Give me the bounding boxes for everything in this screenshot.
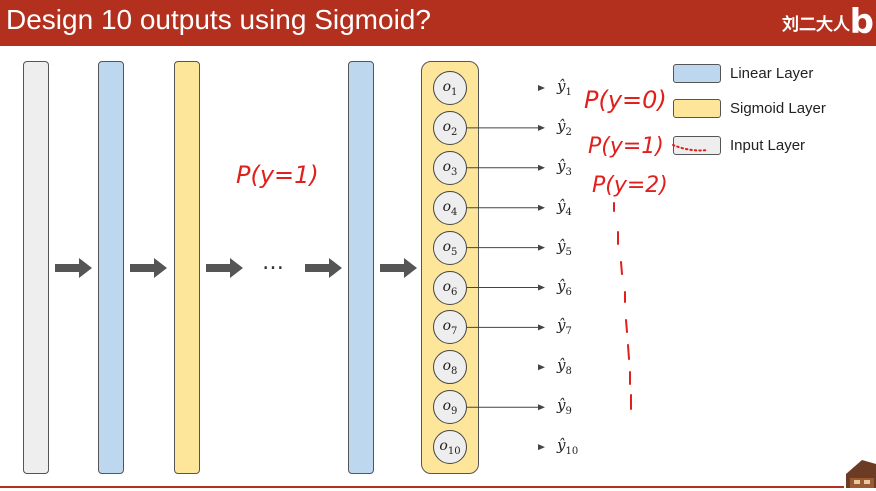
output-label-symbol: ŷ bbox=[557, 396, 566, 415]
output-node-index: 6 bbox=[451, 286, 458, 298]
sigmoid-layer-bar bbox=[174, 61, 200, 474]
output-node-index: 3 bbox=[451, 166, 458, 178]
legend-label-input: Input Layer bbox=[730, 137, 806, 154]
ink-dots-vertical bbox=[613, 202, 632, 410]
output-node-symbol: o bbox=[439, 438, 448, 455]
output-node-index: 5 bbox=[451, 246, 458, 258]
output-label: ŷ7 bbox=[557, 316, 572, 337]
output-node-symbol: o bbox=[442, 118, 452, 135]
output-node: o4 bbox=[433, 190, 467, 225]
output-label-index: 6 bbox=[565, 286, 572, 298]
ellipsis: … bbox=[262, 250, 284, 275]
legend-swatch-sigmoid bbox=[673, 99, 721, 118]
ink-note-2: P(y=1) bbox=[588, 134, 664, 159]
output-node-symbol: o bbox=[442, 278, 452, 295]
ink-note-3: P(y=2) bbox=[592, 173, 668, 198]
output-label: ŷ4 bbox=[557, 197, 572, 218]
legend-swatch-linear bbox=[673, 64, 721, 83]
output-node: o3 bbox=[433, 150, 467, 185]
output-label-symbol: ŷ bbox=[557, 436, 566, 455]
output-node-index: 7 bbox=[451, 326, 458, 338]
output-label-symbol: ŷ bbox=[557, 156, 566, 175]
slide-title: Design 10 outputs using Sigmoid? bbox=[6, 4, 431, 35]
linear-layer-bar-1 bbox=[98, 61, 124, 474]
connector-arrowhead bbox=[538, 284, 545, 291]
output-node-index: 4 bbox=[451, 206, 458, 218]
watermark-text: 刘二大人 bbox=[782, 15, 850, 35]
connector-arrowhead bbox=[538, 164, 545, 171]
output-node-symbol: o bbox=[442, 238, 452, 255]
output-label-symbol: ŷ bbox=[557, 236, 566, 255]
linear-layer-bar-2 bbox=[348, 61, 374, 474]
arrow-right-icon bbox=[130, 258, 167, 278]
input-layer-bar bbox=[23, 61, 49, 474]
output-label-index: 3 bbox=[565, 166, 572, 178]
legend-label-sigmoid: Sigmoid Layer bbox=[730, 100, 826, 117]
output-label-symbol: ŷ bbox=[557, 116, 566, 135]
output-label: ŷ5 bbox=[557, 237, 572, 258]
output-node: o8 bbox=[433, 350, 467, 385]
output-node: o5 bbox=[433, 230, 467, 265]
output-node-symbol: o bbox=[442, 198, 452, 215]
arrow-right-icon bbox=[380, 258, 417, 278]
output-label: ŷ9 bbox=[557, 396, 572, 417]
arrow-right-icon bbox=[55, 258, 92, 278]
connector-arrowhead bbox=[538, 85, 545, 91]
output-node-index: 1 bbox=[451, 86, 458, 98]
connector-arrowhead bbox=[538, 444, 545, 451]
output-label-index: 8 bbox=[565, 366, 572, 378]
output-label-symbol: ŷ bbox=[557, 276, 566, 295]
output-label: ŷ6 bbox=[557, 277, 572, 298]
output-node-index: 9 bbox=[451, 405, 458, 417]
bottom-divider bbox=[0, 486, 876, 488]
output-label: ŷ2 bbox=[557, 117, 572, 138]
output-label-index: 1 bbox=[565, 87, 572, 98]
title-bar: Design 10 outputs using Sigmoid? 刘二大人 b bbox=[0, 0, 876, 46]
output-label-symbol: ŷ bbox=[557, 77, 566, 95]
connector-arrowhead bbox=[538, 324, 545, 331]
output-node: o2 bbox=[433, 110, 467, 145]
connector-arrowhead bbox=[538, 124, 545, 131]
output-label-index: 2 bbox=[565, 126, 572, 138]
output-label-index: 4 bbox=[565, 206, 572, 218]
output-node-symbol: o bbox=[442, 398, 452, 415]
arrow-right-icon bbox=[206, 258, 243, 278]
ink-note-1: P(y=0) bbox=[584, 86, 667, 114]
ink-pointer-dotted bbox=[672, 144, 709, 152]
connector-arrowhead bbox=[538, 404, 545, 411]
connector-arrowhead bbox=[538, 204, 545, 211]
webcam-thumbnail-icon bbox=[844, 450, 876, 488]
output-node: o10 bbox=[433, 430, 467, 465]
connector-arrowhead bbox=[538, 244, 545, 251]
output-label: ŷ1 bbox=[557, 77, 572, 98]
output-label-symbol: ŷ bbox=[557, 356, 566, 375]
output-node: o1 bbox=[433, 71, 467, 105]
output-label: ŷ3 bbox=[557, 157, 572, 178]
ink-left-note: P(y=1) bbox=[236, 161, 319, 189]
output-node: o9 bbox=[433, 390, 467, 425]
output-node-index: 8 bbox=[451, 366, 458, 378]
output-node: o6 bbox=[433, 270, 467, 305]
output-node-index: 10 bbox=[447, 445, 461, 457]
output-label-symbol: ŷ bbox=[557, 196, 566, 215]
connector-arrowhead bbox=[538, 364, 545, 371]
output-label: ŷ8 bbox=[557, 356, 572, 377]
bilibili-logo-icon: b bbox=[849, 2, 874, 42]
output-node-index: 2 bbox=[451, 126, 458, 138]
output-node-symbol: o bbox=[442, 358, 452, 375]
output-label: ŷ10 bbox=[557, 436, 578, 457]
output-label-index: 10 bbox=[565, 446, 579, 458]
output-node: o7 bbox=[433, 310, 467, 345]
output-label-index: 9 bbox=[565, 406, 572, 418]
arrow-right-icon bbox=[305, 258, 342, 278]
output-label-index: 5 bbox=[565, 246, 572, 258]
output-node-symbol: o bbox=[442, 158, 452, 175]
legend-label-linear: Linear Layer bbox=[730, 65, 814, 82]
output-label-index: 7 bbox=[565, 326, 572, 338]
output-node-symbol: o bbox=[442, 318, 452, 335]
output-node-symbol: o bbox=[442, 79, 452, 95]
output-label-symbol: ŷ bbox=[557, 316, 566, 335]
